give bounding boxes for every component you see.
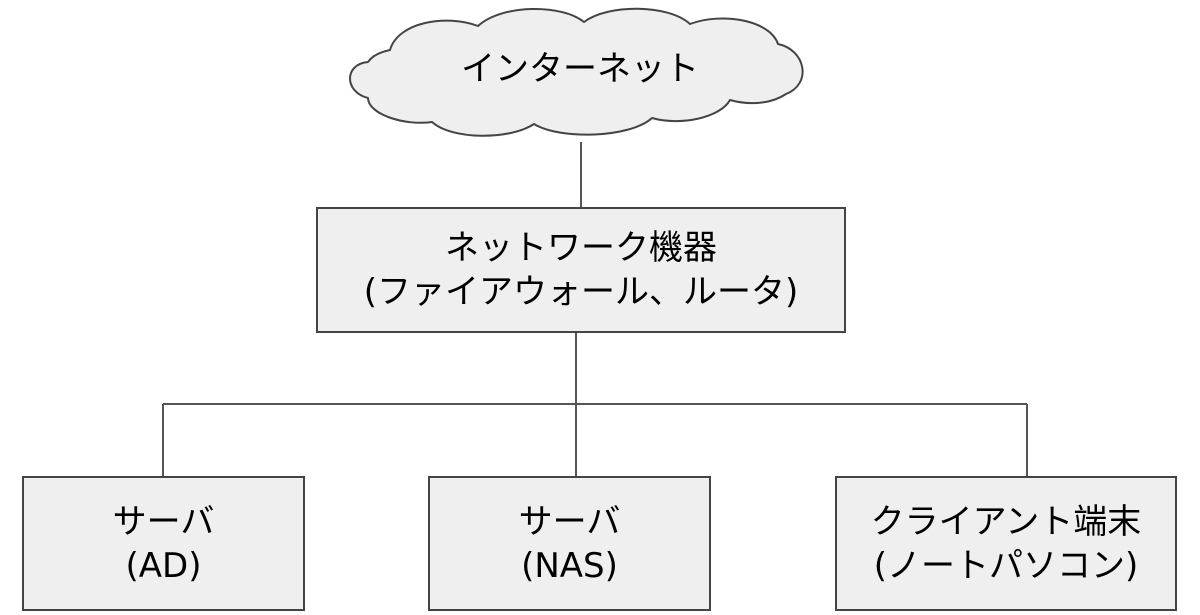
connectors [162,142,1028,476]
server-nas-title: サーバ [518,501,621,542]
client-terminal-subtitle: (ノートパソコン) [873,545,1139,586]
server-ad-title: サーバ [112,501,215,542]
internet-cloud [349,7,804,137]
server-ad-box: サーバ (AD) [22,476,305,611]
server-nas-subtitle: (NAS) [521,545,618,586]
internet-label: インターネット [461,49,699,89]
client-terminal-box: クライアント端末 (ノートパソコン) [835,476,1177,611]
network-device-subtitle: (ファイアウォール、ルータ) [363,272,799,312]
network-device-box: ネットワーク機器 (ファイアウォール、ルータ) [316,207,846,333]
client-terminal-title: クライアント端末 [870,501,1142,542]
network-device-title: ネットワーク機器 [445,228,717,268]
server-ad-subtitle: (AD) [125,545,202,586]
server-nas-box: サーバ (NAS) [428,476,711,611]
